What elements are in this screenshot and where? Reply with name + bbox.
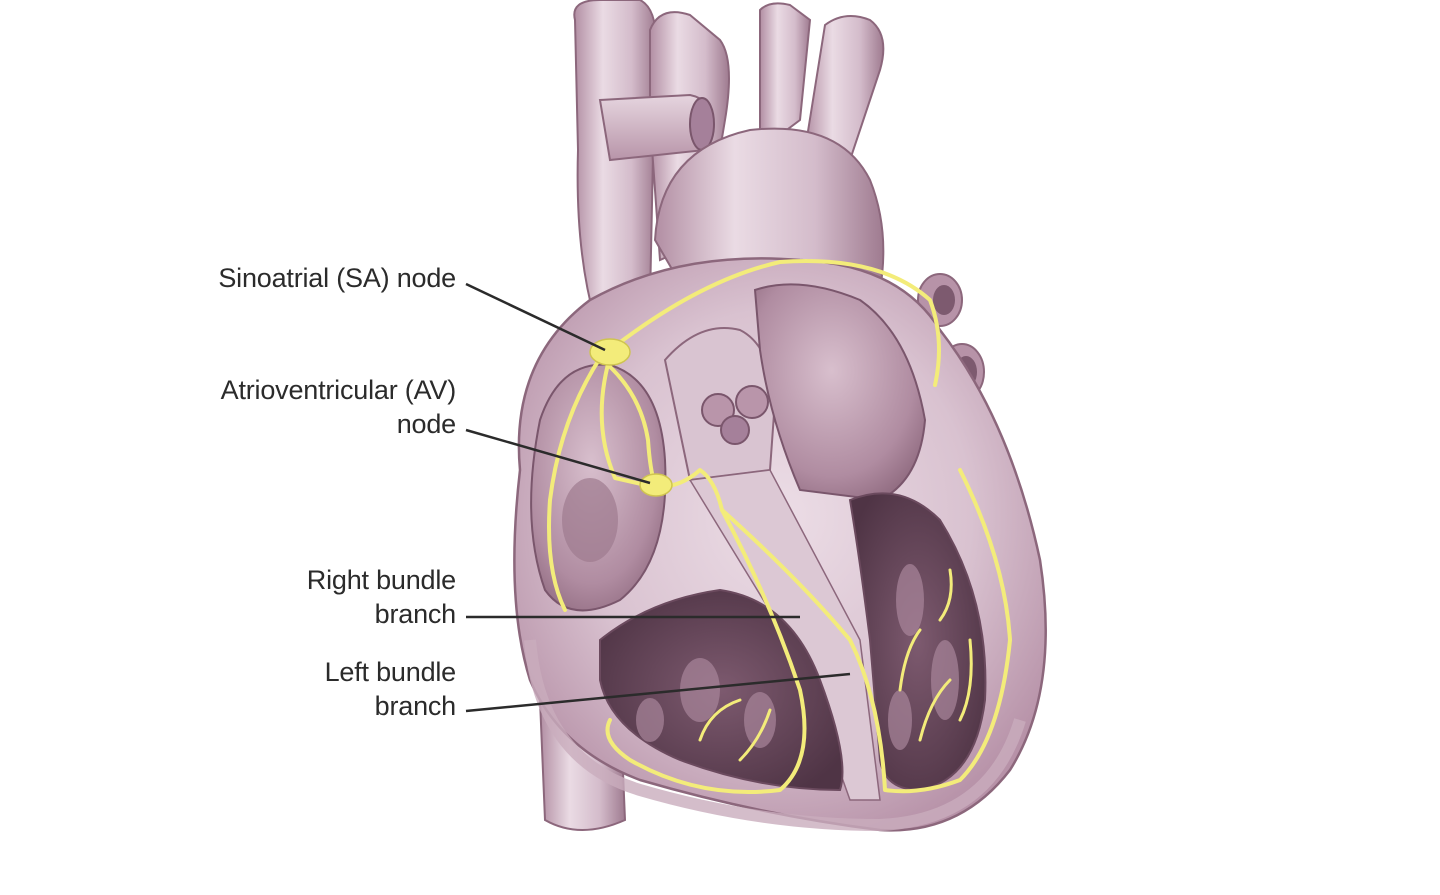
label-av-line-1: Atrioventricular (AV) xyxy=(220,375,457,405)
label-sa-node: Sinoatrial (SA) node xyxy=(218,261,456,295)
sa-node xyxy=(589,338,631,366)
label-lbb-line-1: Left bundle xyxy=(324,657,457,687)
left-atrium xyxy=(753,283,927,502)
leader-line-av xyxy=(465,428,651,485)
leader-line-sa xyxy=(465,282,606,352)
label-lbb-line-2: branch xyxy=(374,691,457,721)
leader-lines xyxy=(465,282,851,713)
left-ventricle xyxy=(848,492,987,792)
label-sa-line-1: Sinoatrial (SA) node xyxy=(218,263,456,293)
label-right-bundle-branch: Right bundle branch xyxy=(307,563,456,631)
label-av-line-2: node xyxy=(396,409,456,439)
label-rbb-line-2: branch xyxy=(374,599,457,629)
label-av-node: Atrioventricular (AV) node xyxy=(220,373,457,441)
leader-line-lbb xyxy=(465,672,851,713)
valve-region xyxy=(663,327,777,482)
av-node xyxy=(639,473,673,497)
myocardium-rim xyxy=(524,639,1026,832)
label-left-bundle-branch: Left bundle branch xyxy=(324,655,457,723)
label-rbb-line-1: Right bundle xyxy=(306,565,456,595)
